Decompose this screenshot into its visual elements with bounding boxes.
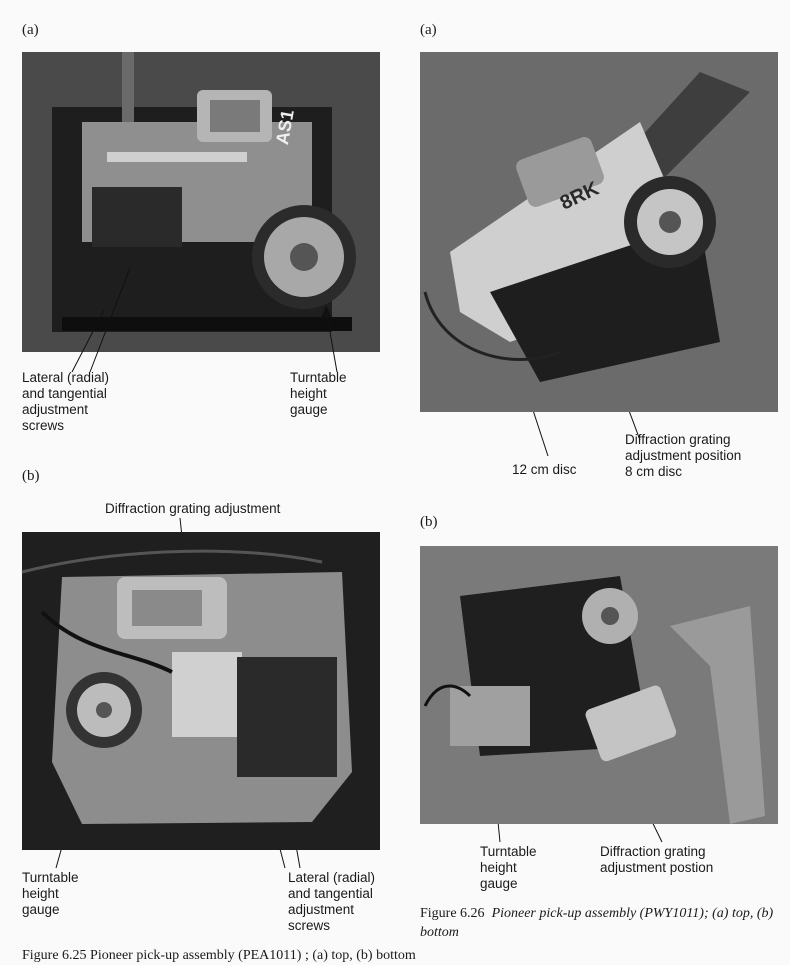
figure-caption-text: Pioneer pick-up assembly (PWY1011); (a) …: [420, 906, 774, 940]
figure-number: Figure 6.26: [420, 906, 485, 921]
photo-left-b-pickup-bottom: [21, 532, 380, 850]
callout-left-a-turntable-gauge: Turntable height gauge: [290, 370, 347, 417]
photo-left-a-pickup-top: AS1: [22, 52, 380, 352]
panel-label-right-b: (b): [420, 514, 438, 530]
callout-right-a-diffraction-grating-8cm: Diffraction grating adjustment position …: [625, 432, 742, 479]
callout-left-b-adjustment-screws: Lateral (radial) and tangential adjustme…: [288, 870, 376, 933]
panel-label-right-a: (a): [420, 22, 437, 38]
callout-right-a-12cm-disc: 12 cm disc: [512, 462, 577, 477]
panel-label-left-b: (b): [22, 468, 40, 484]
photo-right-b-pickup-bottom: [420, 546, 778, 824]
photo-right-a-pickup-top: 8RK: [420, 52, 778, 412]
callout-right-b-turntable-gauge: Turntable height gauge: [480, 844, 537, 891]
figure-caption: Figure 6.26 Pioneer pick-up assembly (PW…: [420, 904, 780, 942]
callout-left-b-turntable-gauge: Turntable height gauge: [22, 870, 79, 917]
callout-left-b-diffraction-grating: Diffraction grating adjustment: [105, 501, 281, 516]
callout-left-a-adjustment-screws: Lateral (radial) and tangential adjustme…: [22, 370, 110, 433]
panel-label-left-a: (a): [22, 22, 39, 38]
callout-right-b-diffraction-grating: Diffraction grating adjustment postion: [600, 844, 714, 875]
footer-fragment-cutoff: Figure 6.25 Pioneer pick-up assembly (PE…: [22, 948, 416, 963]
